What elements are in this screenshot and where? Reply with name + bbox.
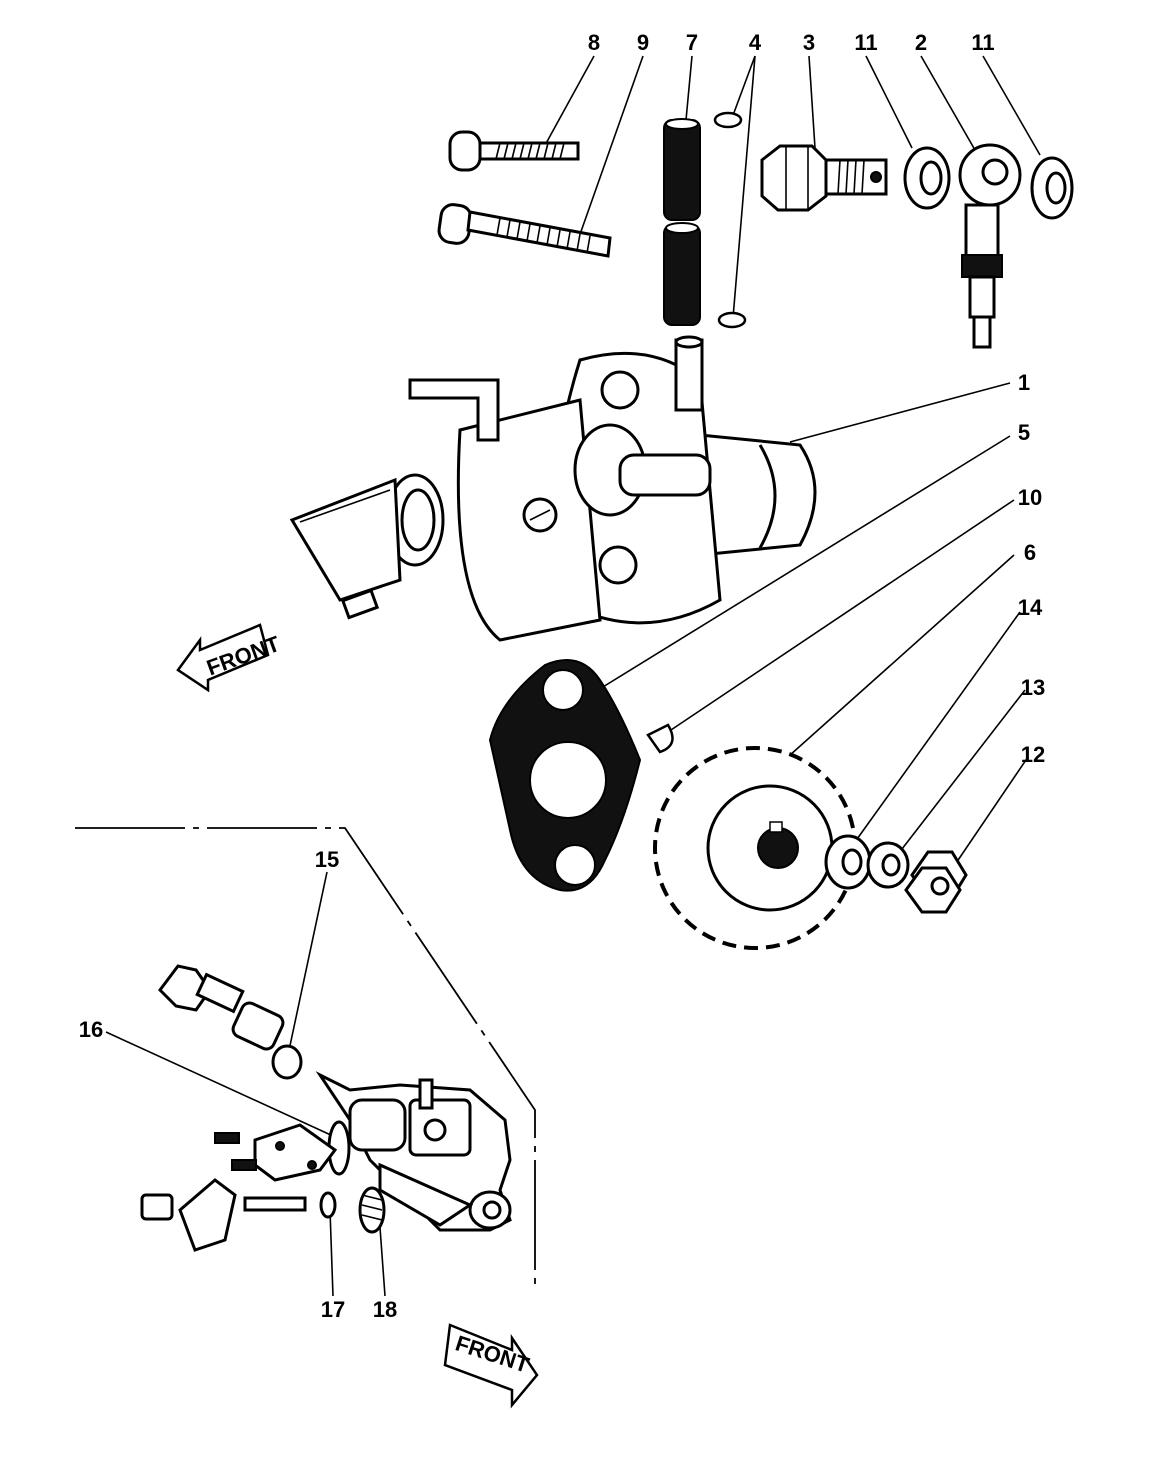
- part-9-bolt: [437, 203, 612, 258]
- part-4-clips: [713, 111, 747, 329]
- part-14-washer: [824, 834, 872, 890]
- callout-18: 18: [373, 1297, 397, 1322]
- part-1-pump-body: [289, 335, 817, 642]
- callout-6: 6: [1024, 540, 1036, 565]
- callout-labels: 8 9 7 4 3 11 2 11 1 5 10 6 14 13 12 15 1…: [79, 30, 1045, 1322]
- callout-11b: 11: [971, 30, 994, 55]
- part-6-gear: [653, 746, 857, 950]
- part-12-nut: [904, 850, 968, 914]
- front-arrow-upper: FRONT: [176, 623, 284, 693]
- callout-9: 9: [637, 30, 649, 55]
- callout-2: 2: [915, 30, 927, 55]
- part-11-washer-a: [903, 146, 951, 210]
- part-18-spring: [358, 1186, 386, 1234]
- callout-4: 4: [749, 30, 762, 55]
- part-8-bolt: [448, 130, 580, 172]
- part-2-banjo-fitting: [958, 143, 1022, 349]
- callout-3: 3: [803, 30, 815, 55]
- leader-lines: [105, 55, 1041, 1297]
- front-arrow-lower: FRONT: [443, 1323, 539, 1409]
- callout-7: 7: [686, 30, 698, 55]
- callout-8: 8: [588, 30, 600, 55]
- callout-11a: 11: [854, 30, 877, 55]
- part-15-o-ring: [271, 1044, 303, 1080]
- section-divider-line: [75, 827, 536, 1290]
- part-3-banjo-bolt: [760, 144, 888, 212]
- part-11-washer-b: [1030, 156, 1074, 220]
- part-5-gasket: [488, 659, 642, 892]
- callout-5: 5: [1018, 420, 1030, 445]
- callout-15: 15: [315, 847, 339, 872]
- callout-16: 16: [79, 1017, 103, 1042]
- callout-14: 14: [1018, 595, 1043, 620]
- lower-pump-assembly: [140, 964, 512, 1252]
- part-7-pipe: [663, 118, 701, 326]
- callout-17: 17: [321, 1297, 345, 1322]
- part-17-o-ring: [319, 1191, 337, 1219]
- part-13-lock-washer: [866, 841, 910, 889]
- callout-10: 10: [1018, 485, 1042, 510]
- callout-13: 13: [1021, 675, 1045, 700]
- callout-1: 1: [1018, 370, 1030, 395]
- part-10-key: [646, 723, 674, 754]
